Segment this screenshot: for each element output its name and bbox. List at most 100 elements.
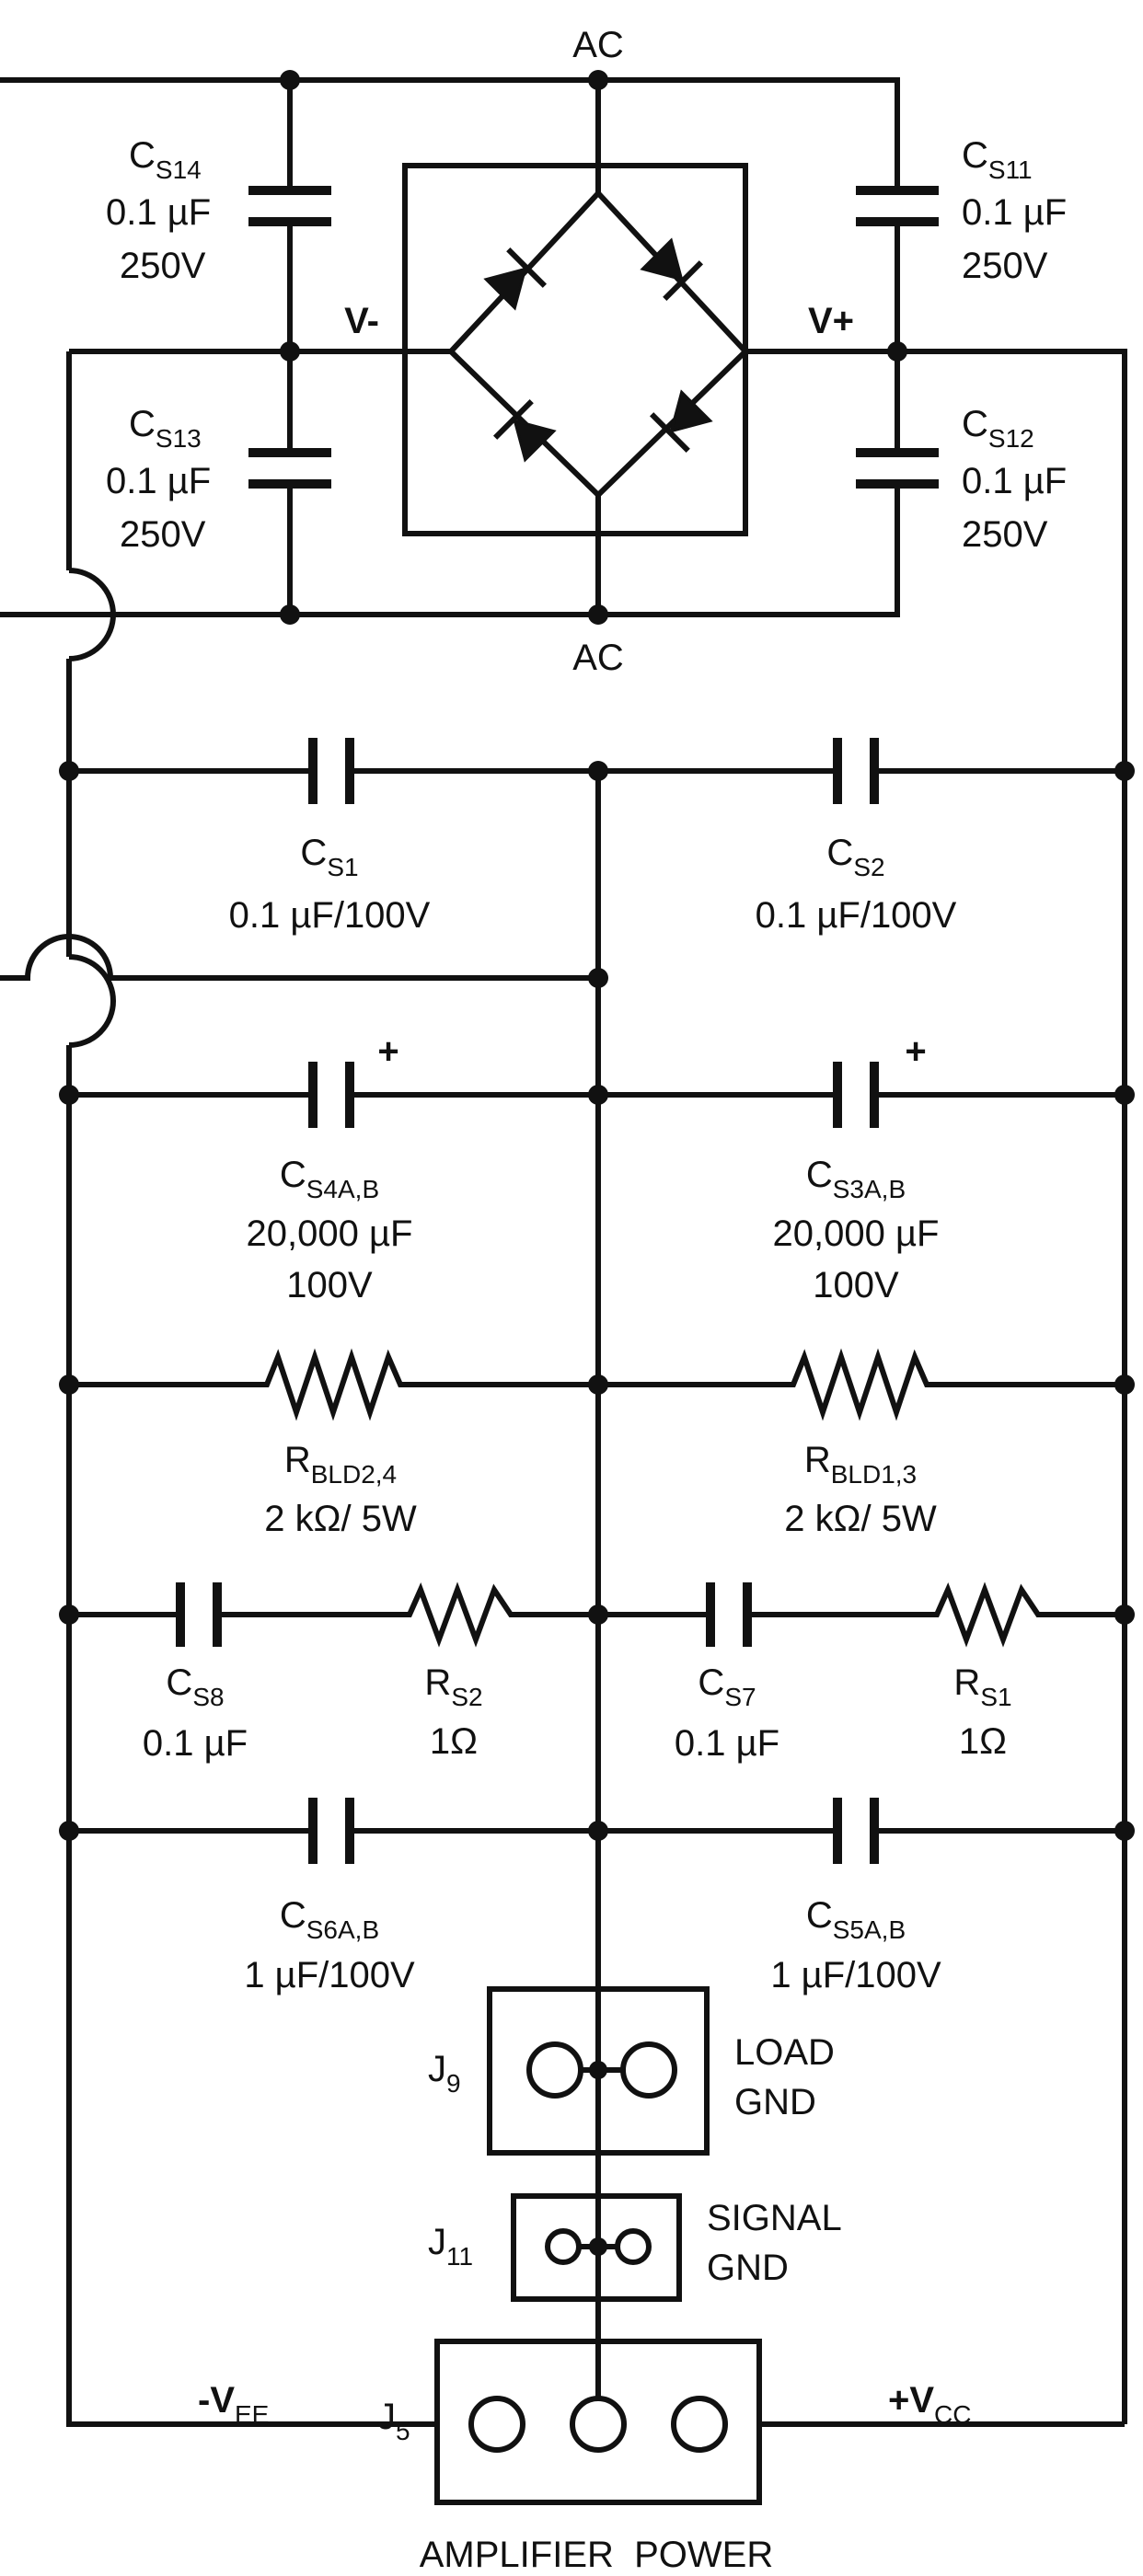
ac-top-label: AC [572, 25, 624, 65]
cs14-value: 0.1 µF [106, 192, 211, 233]
svg-text:J11: J11 [428, 2222, 473, 2271]
svg-text:RS2: RS2 [424, 1662, 482, 1711]
cs4-rating: 100V [286, 1265, 373, 1305]
cs2-designator: C [826, 833, 853, 873]
rbld24-subscript: BLD2,4 [311, 1460, 397, 1489]
cs8-subscript: S8 [192, 1683, 224, 1711]
vee-prefix: -V [198, 2380, 235, 2421]
cs11-value: 0.1 µF [962, 192, 1067, 233]
svg-text:RBLD2,4: RBLD2,4 [284, 1440, 397, 1489]
cs11-rating: 250V [962, 246, 1048, 286]
cs1-designator: C [300, 833, 327, 873]
j11-terminal-left [545, 2228, 582, 2265]
cs3-value: 20,000 µF [773, 1213, 940, 1254]
diode-top-left [483, 247, 547, 311]
v-minus-label: V- [344, 301, 379, 341]
vcc-subscript: CC [934, 2400, 971, 2429]
svg-text:CS7: CS7 [698, 1662, 756, 1711]
svg-text:CS5A,B: CS5A,B [806, 1895, 906, 1944]
cs8-designator: C [166, 1662, 192, 1703]
svg-text:CS14: CS14 [129, 135, 202, 184]
cs12-subscript: S12 [988, 424, 1034, 453]
cs1-subscript: S1 [327, 853, 358, 881]
svg-text:RBLD1,3: RBLD1,3 [804, 1440, 917, 1489]
j9-label-line1: LOAD [734, 2032, 835, 2073]
j11-designator: J [428, 2222, 446, 2262]
rs2-designator: R [424, 1662, 451, 1703]
rbld24-designator: R [284, 1440, 311, 1480]
cs14-rating: 250V [120, 246, 206, 286]
cs6-designator: C [280, 1895, 306, 1936]
cs4-polarity-mark: + [377, 1031, 398, 1072]
rbld13-designator: R [804, 1440, 831, 1480]
cs6-subscript: S6A,B [306, 1915, 379, 1944]
bridge-rectifier [402, 80, 750, 615]
cs5-value: 1 µF/100V [770, 1955, 941, 1995]
j11-label-line1: SIGNAL [707, 2198, 842, 2238]
rs2-subscript: S2 [451, 1683, 482, 1711]
j9-subscript: 9 [446, 2069, 461, 2098]
cs4-designator: C [280, 1155, 306, 1195]
j5-terminal-gnd [570, 2396, 627, 2453]
j11-subscript: 11 [446, 2242, 473, 2271]
cs13-value: 0.1 µF [106, 461, 211, 501]
svg-text:CS13: CS13 [129, 404, 202, 453]
cs4-value: 20,000 µF [247, 1213, 413, 1254]
j5-caption: AMPLIFIER POWER [420, 2535, 774, 2575]
capacitor-cs14-symbol [248, 186, 331, 226]
connector-j11 [511, 2193, 682, 2302]
svg-text:CS12: CS12 [962, 404, 1034, 453]
cs11-designator: C [962, 135, 988, 176]
cs11-label: CS11 0.1 µF 250V [962, 135, 1067, 286]
j9-terminal-left [526, 2041, 583, 2099]
svg-text:CS4A,B: CS4A,B [280, 1155, 379, 1203]
svg-text:+VCC: +VCC [888, 2380, 972, 2429]
rbld13-value: 2 kΩ/ 5W [784, 1499, 937, 1539]
capacitor-cs12-symbol [856, 448, 939, 489]
cs3-polarity-mark: + [905, 1031, 926, 1072]
cs4-subscript: S4A,B [306, 1175, 379, 1203]
cs5-designator: C [806, 1895, 833, 1936]
j5-designator: J [377, 2397, 396, 2437]
cs14-label: CS14 0.1 µF 250V [106, 135, 211, 286]
cs13-rating: 250V [120, 514, 206, 555]
cs8-value: 0.1 µF [143, 1723, 248, 1764]
j9-terminal-right [620, 2041, 677, 2099]
cs3-designator: C [806, 1155, 833, 1195]
rs2-value: 1Ω [430, 1721, 478, 1762]
junction-dots [59, 70, 1135, 2256]
svg-text:CS1: CS1 [300, 833, 358, 881]
svg-text:CS2: CS2 [826, 833, 884, 881]
cs12-value: 0.1 µF [962, 461, 1067, 501]
diode-bottom-right [650, 389, 713, 453]
v-plus-label: V+ [808, 301, 854, 341]
cs7-subscript: S7 [724, 1683, 756, 1711]
capacitor-cs11-symbol [856, 186, 939, 226]
diode-bottom-left [493, 399, 557, 463]
diode-top-right [640, 237, 703, 301]
cs7-designator: C [698, 1662, 724, 1703]
svg-text:RS1: RS1 [953, 1662, 1011, 1711]
j9-label-line2: GND [734, 2082, 816, 2122]
cs12-rating: 250V [962, 514, 1048, 555]
cs13-label: CS13 0.1 µF 250V [106, 404, 211, 555]
capacitor-cs13-symbol [248, 448, 331, 489]
svg-text:J9: J9 [428, 2049, 461, 2098]
j5-subscript: 5 [396, 2417, 410, 2445]
rbld24-value: 2 kΩ/ 5W [264, 1499, 417, 1539]
j11-label-line2: GND [707, 2248, 789, 2288]
cs12-designator: C [962, 404, 988, 444]
cs12-label: CS12 0.1 µF 250V [962, 404, 1067, 555]
row-snubbers [69, 1581, 1125, 1648]
cs11-subscript: S11 [988, 155, 1033, 184]
cs13-subscript: S13 [156, 424, 202, 453]
cs14-subscript: S14 [156, 155, 202, 184]
svg-text:CS8: CS8 [166, 1662, 224, 1711]
svg-text:-VEE: -VEE [198, 2380, 269, 2429]
vee-subscript: EE [235, 2400, 269, 2429]
svg-text:CS3A,B: CS3A,B [806, 1155, 906, 1203]
connector-j5 [434, 2339, 1125, 2505]
cs1-value: 0.1 µF/100V [229, 895, 431, 936]
